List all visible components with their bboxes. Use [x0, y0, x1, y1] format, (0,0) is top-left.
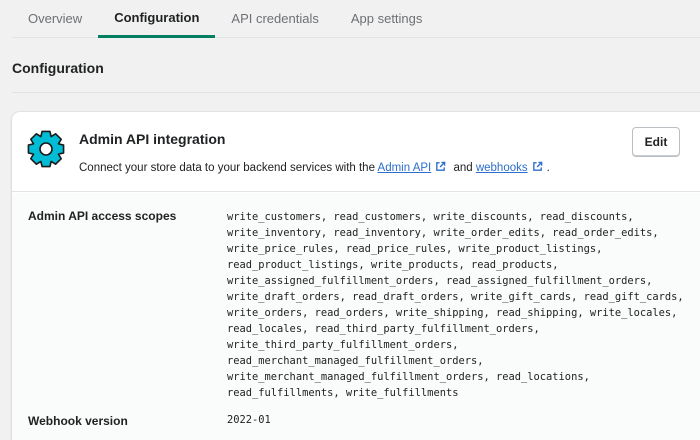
tab-app-settings[interactable]: App settings — [350, 10, 423, 26]
webhooks-link[interactable]: webhooks — [475, 162, 528, 174]
section-divider — [12, 92, 700, 93]
tab-bar: Overview Configuration API credentials A… — [12, 0, 700, 38]
page-title: Configuration — [12, 60, 104, 76]
card-details: Admin API access scopes write_customers,… — [12, 193, 700, 440]
integration-description: Connect your store data to your backend … — [79, 161, 550, 174]
webhook-version-label: Webhook version — [28, 414, 128, 428]
card-header: Admin API integration Connect your store… — [12, 112, 700, 192]
edit-button[interactable]: Edit — [632, 127, 680, 157]
tab-api-credentials[interactable]: API credentials — [231, 10, 319, 26]
access-scopes-label: Admin API access scopes — [28, 209, 177, 223]
external-link-icon[interactable] — [435, 161, 446, 172]
and-text: and — [453, 162, 473, 174]
description-text: Connect your store data to your backend … — [79, 162, 375, 174]
access-scopes-value: write_customers, read_customers, write_d… — [227, 211, 684, 399]
tab-overview[interactable]: Overview — [28, 10, 83, 26]
admin-api-link[interactable]: Admin API — [377, 162, 432, 174]
webhook-version-value: 2022-01 — [227, 414, 271, 426]
external-link-icon[interactable] — [532, 161, 543, 172]
gear-icon — [27, 130, 65, 168]
integration-title: Admin API integration — [79, 131, 226, 147]
tab-configuration[interactable]: Configuration — [98, 0, 216, 38]
admin-api-card: Admin API integration Connect your store… — [12, 112, 700, 440]
description-period: . — [546, 162, 550, 174]
